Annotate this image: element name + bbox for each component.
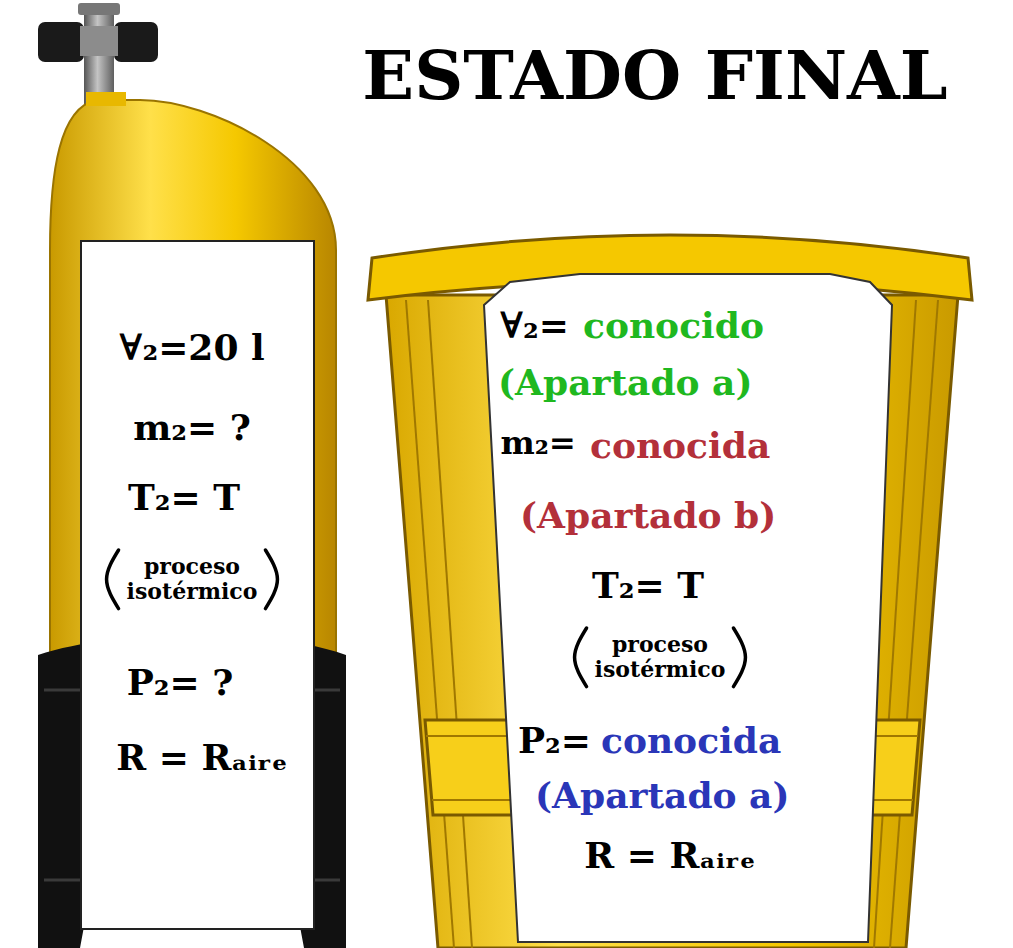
gas-constant-text: R = Rₐᵢᵣₑ [584, 835, 755, 876]
gas-constant-text: R = Rₐᵢᵣₑ [116, 737, 287, 778]
reference-text: (Apartado a) [498, 362, 752, 403]
tank-neck [86, 92, 126, 106]
bucket-stripe [428, 300, 472, 948]
volume-text: ∀₂=20 l [119, 327, 264, 368]
reference-text: (Apartado a) [535, 775, 789, 816]
status-text: conocido [583, 305, 764, 346]
status-text: conocida [601, 720, 781, 761]
title: ESTADO FINAL [330, 35, 980, 115]
reference-text: (Apartado b) [520, 495, 776, 536]
process-note: proceso isotérmico [595, 632, 726, 683]
label-outline [484, 274, 892, 942]
valve-knob [38, 22, 84, 62]
volume-symbol: ∀₂= [500, 305, 569, 346]
pressure-symbol: P₂= [518, 720, 591, 761]
status-text: conocida [590, 425, 770, 466]
bucket-stripe [890, 300, 938, 948]
parenthesis [575, 628, 587, 687]
bucket [368, 235, 972, 948]
parenthesis [733, 628, 745, 687]
valve-cap [78, 3, 120, 15]
pressure-text: P₂= ? [127, 662, 234, 703]
temperature-text: T₂= T [592, 565, 704, 606]
process-note: proceso isotérmico [127, 554, 258, 605]
temperature-text: T₂= T [128, 477, 240, 518]
bucket-label: ∀₂= conocido (Apartado a) m₂= conocida (Apart… [470, 270, 895, 946]
mass-text: m₂= ? [133, 407, 251, 448]
tank-label: ∀₂=20 l m₂= ? T₂= T proceso isotérmicoP₂= ?… [80, 240, 315, 930]
parenthesis [265, 550, 277, 609]
mass-symbol: m₂= [500, 425, 576, 462]
parenthesis [107, 550, 119, 609]
scuba-tank [38, 3, 346, 948]
bucket-stripe [406, 300, 454, 948]
valve-body [80, 26, 118, 56]
valve-knob [114, 22, 158, 62]
